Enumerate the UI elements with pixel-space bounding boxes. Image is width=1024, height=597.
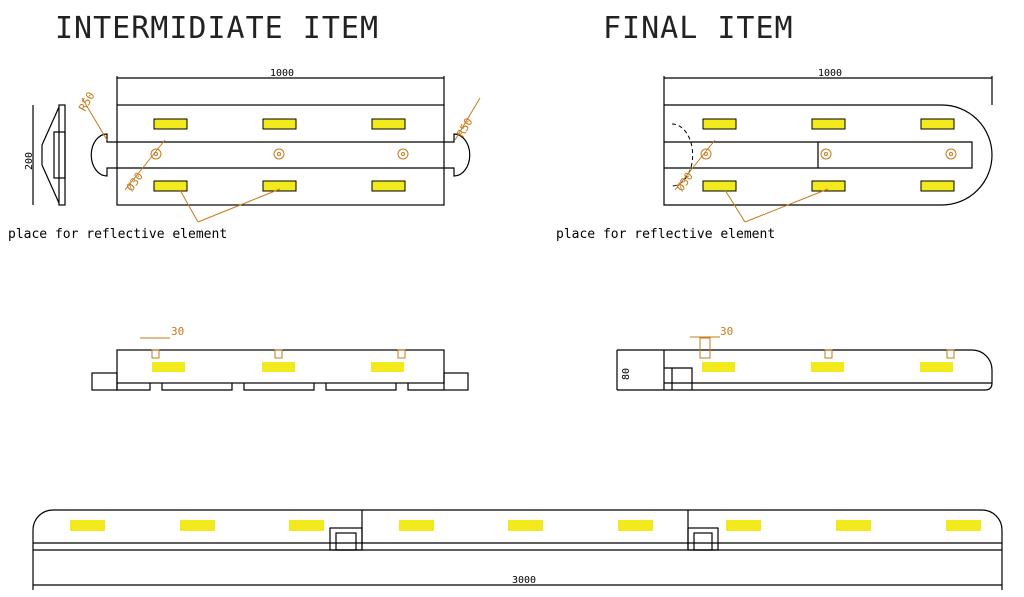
dim-radius-left: R50 — [76, 90, 97, 114]
intermediate-side-view: 30 — [91, 325, 469, 391]
final-side-view: 80 30 — [616, 325, 993, 391]
dim-radius-right: R50 — [454, 116, 475, 140]
dim-height-final: 80 — [621, 368, 632, 380]
label-reflective-intermediate: place for reflective element — [8, 227, 227, 242]
final-top-view: 1000 Ø30 place for reflective element — [556, 68, 993, 242]
dim-total-length: 3000 — [512, 575, 536, 586]
dim-offset-final: 30 — [720, 325, 733, 338]
dim-length-final: 1000 — [818, 68, 842, 79]
dim-width: 200 — [24, 152, 35, 170]
dim-offset-intermediate: 30 — [171, 325, 184, 338]
label-reflective-final: place for reflective element — [556, 227, 775, 242]
assembly-side-view: 3000 — [32, 509, 1003, 590]
dim-hole-intermediate: Ø30 — [124, 170, 146, 194]
dim-length-intermediate: 1000 — [270, 68, 294, 79]
intermediate-top-view: 1000 Ø30 R50 R50 200 place for reflectiv… — [8, 68, 481, 242]
title-final-item: FINAL ITEM — [603, 11, 794, 46]
dim-hole-final: Ø30 — [674, 170, 696, 194]
title-intermediate-item: INTERMIDIATE ITEM — [55, 11, 379, 46]
